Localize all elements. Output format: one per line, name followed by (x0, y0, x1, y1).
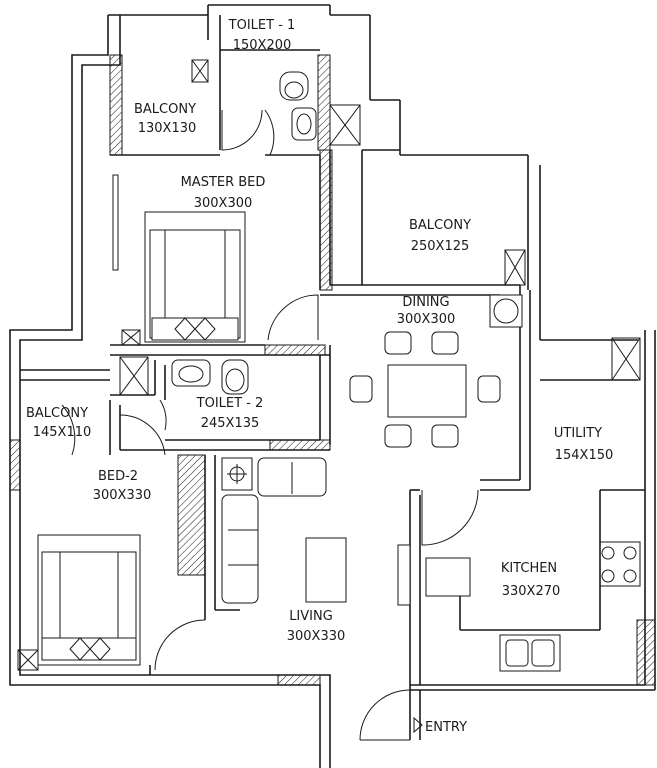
entry-arrow-icon (413, 716, 423, 734)
toilet1-name: TOILET - 1 (228, 18, 296, 33)
utility-size: 154X150 (555, 448, 614, 463)
balcony-master-name: BALCONY (134, 102, 196, 117)
kitchen-name: KITCHEN (501, 561, 557, 576)
dining-table (349, 294, 523, 448)
kitchen-size: 330X270 (502, 584, 561, 599)
room-labels: TOILET - 1 150X200 BALCONY 130X130 MASTE… (26, 18, 613, 735)
dining-name: DINING (402, 295, 449, 310)
master-bed-furniture (112, 174, 246, 343)
hatched-segments (9, 54, 656, 686)
bed2-furniture (37, 534, 141, 666)
balcony-mid-name: BALCONY (409, 218, 471, 233)
toilet2-name: TOILET - 2 (196, 396, 264, 411)
balcony-bed2-name: BALCONY (26, 406, 88, 421)
utility-name: UTILITY (554, 426, 602, 441)
shaft-boxes (17, 59, 641, 671)
door-swings (61, 109, 479, 741)
balcony-mid-size: 250X125 (411, 239, 470, 254)
toilet2-fixtures (171, 359, 249, 395)
bed2-size: 300X330 (93, 488, 152, 503)
bed2-name: BED-2 (98, 469, 138, 484)
balcony-master-size: 130X130 (138, 121, 197, 136)
toilet2-size: 245X135 (201, 416, 260, 431)
dining-size: 300X300 (397, 312, 456, 327)
entry-label: ENTRY (425, 720, 467, 735)
toilet1-fixtures (279, 71, 317, 141)
living-name: LIVING (289, 609, 333, 624)
living-size: 300X330 (287, 629, 346, 644)
toilet1-size: 150X200 (233, 38, 292, 53)
kitchen-fixtures (397, 541, 641, 672)
master-bed-size: 300X300 (194, 196, 253, 211)
living-furniture (221, 457, 347, 604)
master-bed-name: MASTER BED (181, 175, 266, 190)
balcony-bed2-size: 145X110 (33, 425, 92, 440)
